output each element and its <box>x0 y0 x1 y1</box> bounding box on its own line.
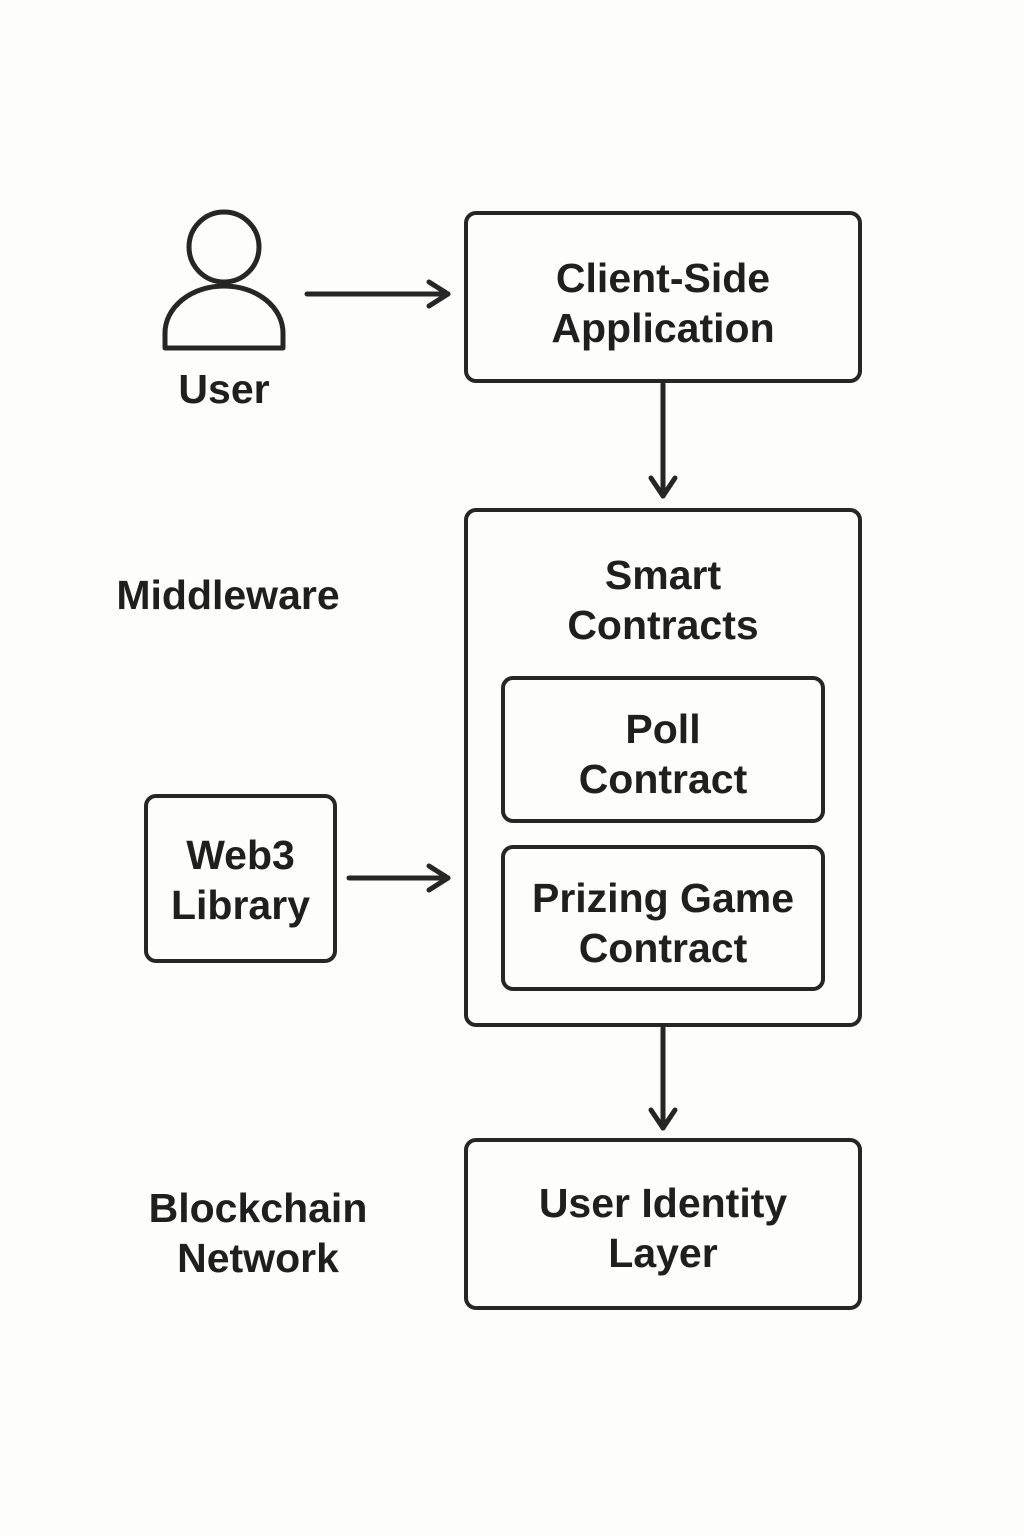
arrow-client-to-contracts <box>648 381 678 499</box>
middleware-label: Middleware <box>116 572 340 618</box>
prizing-game-contract-label: Prizing Game Contract <box>531 875 794 972</box>
poll-contract-box: Poll Contract <box>501 676 825 823</box>
client-side-application-label: Client-Side Application <box>551 255 775 352</box>
arrow-contracts-to-identity <box>648 1025 678 1131</box>
web3-library-box: Web3 Library <box>144 794 337 963</box>
poll-contract-label: Poll Contract <box>578 706 748 803</box>
user-identity-layer-label: User Identity Layer <box>538 1180 788 1277</box>
arrow-user-to-client <box>304 279 451 309</box>
smart-contracts-label: Smart Contracts <box>567 552 759 649</box>
web3-library-label: Web3 Library <box>171 832 310 929</box>
blockchain-network-label: Blockchain Network <box>148 1185 368 1282</box>
prizing-game-contract-box: Prizing Game Contract <box>501 845 825 991</box>
user-identity-layer-box: User Identity Layer <box>464 1138 862 1310</box>
arrow-web3-to-contracts <box>346 863 451 893</box>
user-icon <box>162 209 286 351</box>
user-label: User <box>178 366 270 412</box>
client-side-application-box: Client-Side Application <box>464 211 862 383</box>
